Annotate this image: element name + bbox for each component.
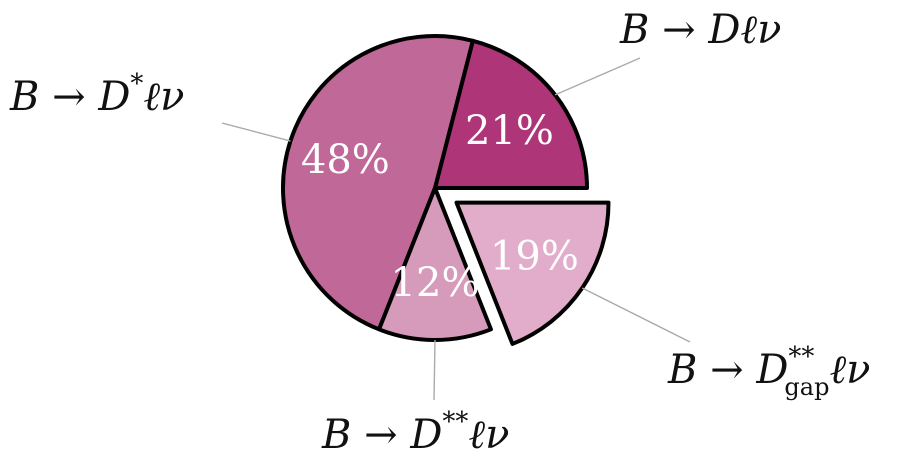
slice-percent-4: 19% [490, 234, 579, 280]
pie-slice-4 [454, 200, 611, 346]
slice-name-1: B → Dℓν [619, 7, 781, 53]
slice-labels: B → Dℓν B → D*ℓν B → D**ℓν B → D**gapℓν [9, 7, 870, 451]
leader-lines [221, 57, 691, 401]
slice-percent-2: 48% [301, 137, 390, 183]
leader-line-1 [554, 57, 641, 96]
leader-line-4 [581, 287, 691, 343]
slice-name-3: B → D**ℓν [321, 407, 509, 451]
slice-percent-3: 12% [391, 260, 480, 306]
slice-name-4: B → D**gapℓν [667, 342, 870, 401]
pie-slice-1 [433, 38, 589, 190]
slice-percent-1: 21% [465, 108, 554, 154]
percentage-labels: 21% 48% 12%19% [301, 108, 579, 306]
pie-slice-2 [281, 34, 475, 332]
leader-line-2 [221, 122, 291, 142]
leader-line-3 [433, 339, 436, 401]
slice-name-2: B → D*ℓν [9, 69, 184, 120]
pie-slices [281, 34, 611, 346]
